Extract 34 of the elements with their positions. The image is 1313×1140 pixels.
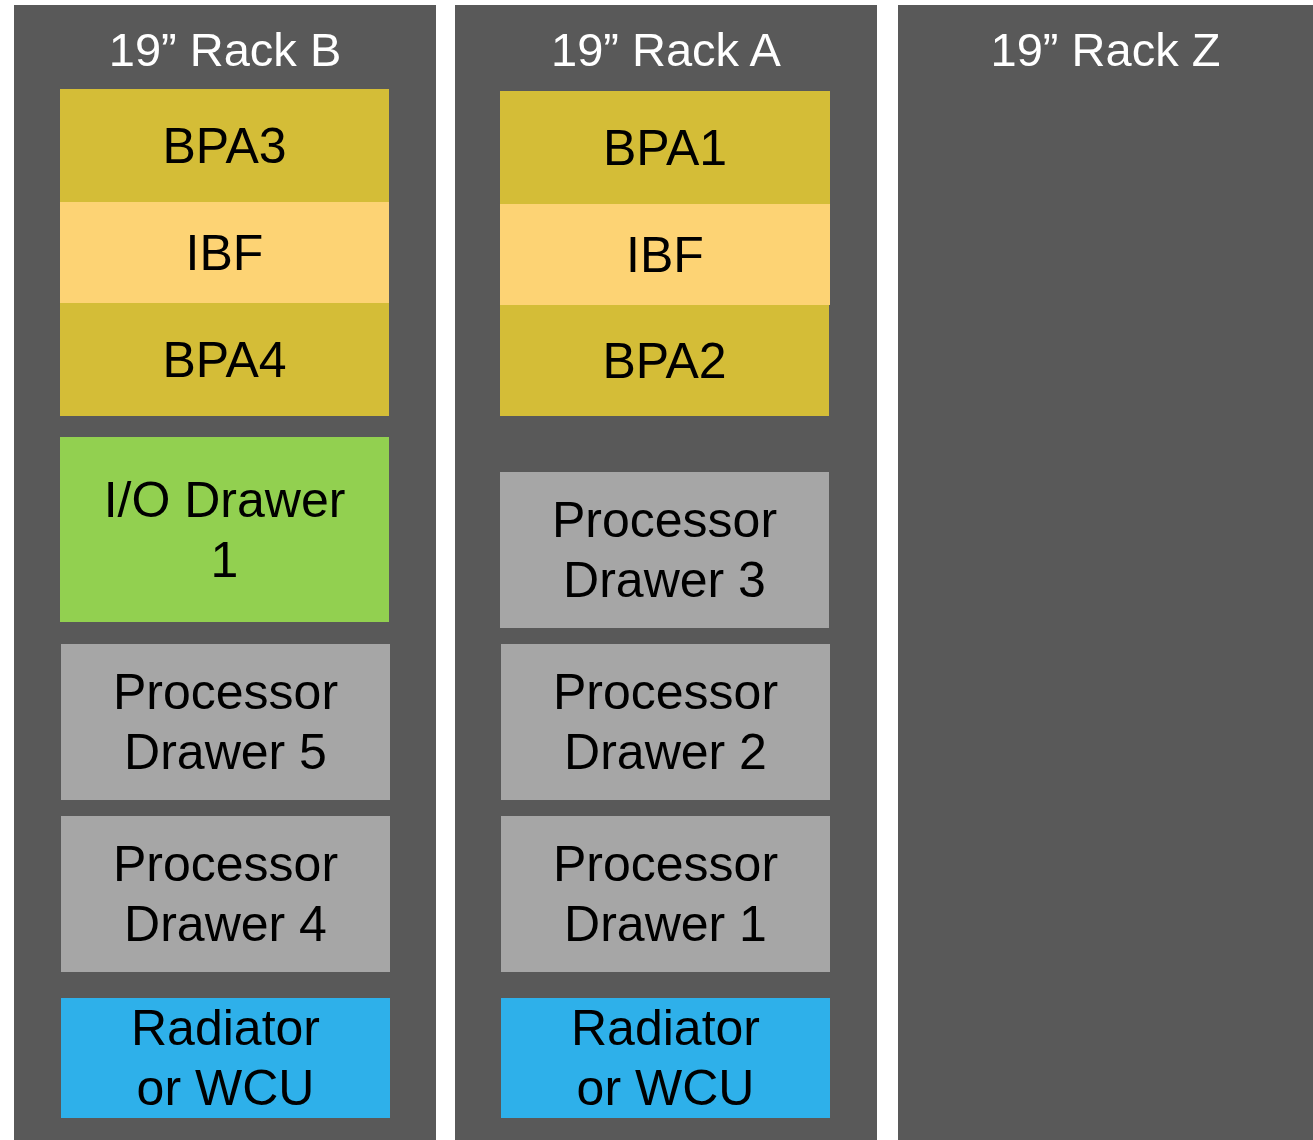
unit-label: Radiator or WCU bbox=[570, 999, 761, 1118]
unit-label: BPA4 bbox=[162, 330, 287, 390]
unit-label: BPA1 bbox=[602, 118, 728, 178]
unit-label: Processor Drawer 3 bbox=[550, 491, 779, 610]
drawer-block bbox=[501, 816, 830, 972]
power-unit-block bbox=[60, 303, 389, 416]
rack-panel bbox=[455, 5, 877, 1140]
battery-unit-block bbox=[60, 202, 389, 303]
power-unit-block bbox=[500, 91, 830, 204]
rack-panel bbox=[898, 5, 1313, 1140]
unit-label: BPA3 bbox=[162, 116, 287, 176]
unit-label: IBF bbox=[185, 223, 264, 283]
unit-label: IBF bbox=[626, 225, 704, 285]
unit-label: BPA2 bbox=[602, 331, 727, 391]
drawer-block bbox=[60, 437, 389, 622]
unit-label: Processor Drawer 4 bbox=[111, 835, 340, 954]
unit-label: Processor Drawer 2 bbox=[551, 663, 780, 782]
rack-title: 19” Rack A bbox=[551, 23, 781, 77]
cooling-unit-block bbox=[61, 998, 390, 1118]
rack-title: 19” Rack B bbox=[108, 23, 342, 77]
unit-label: Processor Drawer 5 bbox=[111, 663, 340, 782]
drawer-block bbox=[61, 816, 390, 972]
drawer-block bbox=[500, 472, 829, 628]
power-unit-block bbox=[500, 305, 829, 416]
rack-panel bbox=[14, 5, 436, 1140]
rack-title: 19” Rack Z bbox=[990, 23, 1221, 77]
drawer-block bbox=[501, 644, 830, 800]
unit-label: Radiator or WCU bbox=[130, 999, 321, 1118]
power-unit-block bbox=[60, 89, 389, 202]
battery-unit-block bbox=[500, 204, 830, 305]
unit-label: I/O Drawer 1 bbox=[102, 470, 347, 590]
unit-label: Processor Drawer 1 bbox=[551, 835, 780, 954]
cooling-unit-block bbox=[501, 998, 830, 1118]
drawer-block bbox=[61, 644, 390, 800]
